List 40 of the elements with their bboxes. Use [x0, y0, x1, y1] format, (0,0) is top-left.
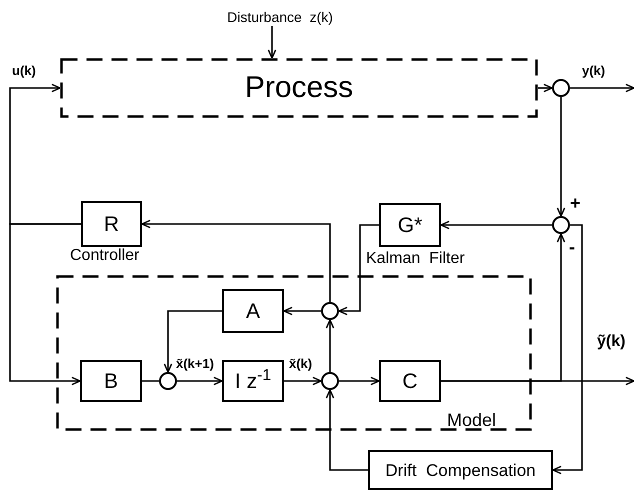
arrow [441, 233, 566, 382]
process-box: Process [60, 58, 538, 118]
block-box: A [222, 289, 284, 333]
edge-label: y(k) [582, 64, 606, 77]
arrow [268, 26, 276, 59]
arrow [141, 220, 331, 302]
arrow [556, 97, 566, 217]
arrow [538, 84, 553, 92]
arrow [177, 376, 223, 386]
block-box: B [80, 360, 142, 402]
input-label: Disturbance z(k) [205, 8, 355, 26]
arrow [552, 224, 583, 474]
summing-junction [321, 302, 339, 320]
edge-label: ỹ(k) [597, 334, 626, 350]
edge-label: - [569, 238, 575, 256]
edge-label: u(k) [12, 64, 36, 77]
summing-junction [321, 372, 339, 390]
arrow [338, 224, 379, 316]
arrow [9, 223, 81, 386]
edge-label: x̃(k) [289, 357, 312, 370]
arrow [440, 220, 552, 230]
block-box: G* [379, 203, 441, 247]
arrow [283, 306, 321, 316]
block-box: R [81, 201, 142, 247]
block-box: Drift Compensation [368, 450, 553, 490]
block-box: I z$^{-1}$ [222, 360, 284, 402]
arrow [326, 319, 334, 372]
edge-label: + [570, 194, 581, 212]
block-caption: Controller [70, 248, 140, 264]
arrow [339, 376, 380, 386]
arrow [164, 310, 222, 373]
arrow [326, 389, 368, 471]
block-caption: Kalman Filter [366, 251, 465, 267]
block-box: C [379, 360, 441, 402]
arrow [570, 84, 635, 92]
summing-junction [552, 216, 570, 234]
edge-label: x̃(k+1) [176, 357, 214, 370]
summing-junction [552, 79, 570, 97]
summing-junction [159, 372, 177, 390]
arrow [284, 376, 322, 386]
